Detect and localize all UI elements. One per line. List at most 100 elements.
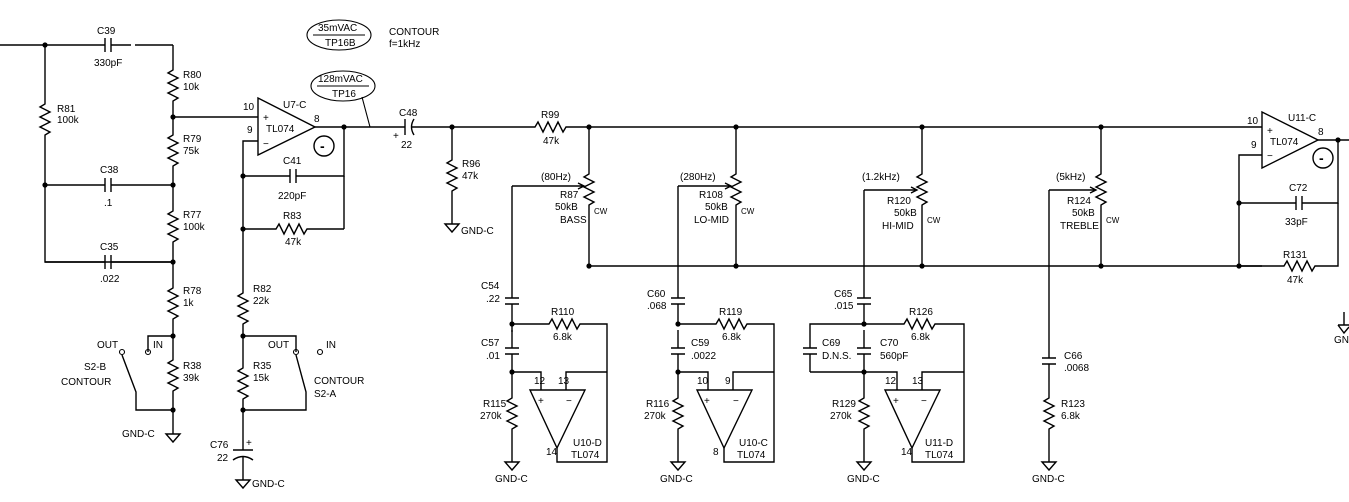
r81-value: 100k: [57, 115, 80, 126]
r87-value: 50kB: [555, 202, 578, 213]
c66-value: .0068: [1064, 363, 1089, 374]
r126-value: 6.8k: [911, 332, 931, 343]
u7c-value: TL074: [266, 124, 295, 135]
u10d-pin-b: 13: [558, 376, 570, 387]
c54-ref: C54: [481, 281, 500, 292]
r119-value: 6.8k: [722, 332, 742, 343]
u11d-ref: U11-D: [925, 438, 953, 449]
c72-value: 33pF: [1285, 217, 1308, 228]
ground-icon: [504, 455, 520, 471]
gnd-cut-label: GN: [1334, 335, 1349, 346]
r123-ref: R123: [1061, 399, 1085, 410]
opamp-u7c-stage: + − 10 9 8 U7-C TL074 - C41 220pF R83 47…: [210, 96, 395, 490]
gnd-label: GND-C: [1032, 474, 1065, 485]
c38-ref: C38: [100, 165, 119, 176]
u10d-plus: +: [538, 396, 544, 407]
c76-plus: +: [246, 438, 252, 449]
c48-value: 22: [401, 140, 413, 151]
resistor-r81: R81 100k: [39, 95, 80, 143]
u11d-value: TL074: [925, 450, 954, 461]
band-hi-mid: (1.2kHz) R120 50kB HI-MID CW C65 .015 R1…: [802, 124, 965, 485]
s2b-out-label: OUT: [97, 340, 118, 351]
u10c-plus: +: [704, 396, 710, 407]
polarity-invert-icon: [1312, 147, 1334, 169]
r116-ref: R116: [646, 399, 670, 410]
c70-ref: C70: [880, 338, 899, 349]
c57-value: .01: [486, 351, 500, 362]
r38-value: 39k: [183, 373, 200, 384]
c35-value: .022: [100, 274, 120, 285]
gnd-label: GND-C: [847, 474, 880, 485]
band-treble: (5kHz) R124 50kB TREBLE CW C66 .0068 R12…: [1032, 124, 1120, 485]
u10c-pin-a: 10: [697, 376, 709, 387]
u11c-pin-plus: 10: [1247, 116, 1259, 127]
c57-ref: C57: [481, 338, 500, 349]
u7c-plus: +: [263, 113, 269, 124]
r78-ref: R78: [183, 286, 202, 297]
u11c-ref: U11-C: [1288, 113, 1316, 124]
resistor-r83: R83 47k: [267, 211, 315, 248]
resistor-r115: R115 270k: [480, 389, 518, 437]
tp16b-note1: CONTOUR: [389, 27, 439, 38]
r129-value: 270k: [830, 411, 853, 422]
resistor-r35: R35 15k: [237, 359, 272, 407]
c76-value: 22: [217, 453, 229, 464]
tp16b-voltage: 35mVAC: [318, 23, 357, 34]
u11c-pin-minus: 9: [1251, 140, 1257, 151]
s2a-ref: S2-A: [314, 389, 337, 400]
s2a-out-label: OUT: [268, 340, 289, 351]
u11c-minus: −: [1267, 151, 1273, 162]
band-lo-mid: (280Hz) R108 50kB LO-MID CW C60 .068 R11…: [644, 124, 775, 485]
r120-freq: (1.2kHz): [862, 172, 900, 183]
r129-ref: R129: [832, 399, 856, 410]
r108-freq: (280Hz): [680, 172, 716, 183]
potentiometer-r124: (5kHz) R124 50kB TREBLE CW: [1049, 165, 1120, 232]
u10d-pin-a: 12: [534, 376, 546, 387]
r80-ref: R80: [183, 70, 202, 81]
band-bass: (80Hz) R87 50kB BASS CW C54 .22 R110 6.8…: [480, 124, 608, 485]
capacitor-c54: C54 .22: [481, 279, 520, 323]
resistor-r126: R126 6.8k: [895, 307, 943, 343]
resistor-r119: R119 6.8k: [707, 307, 755, 343]
u10c-pin-c: 8: [713, 447, 719, 458]
r96-value: 47k: [462, 171, 479, 182]
ground-icon: [1041, 455, 1057, 471]
switch-s2b: IN OUT S2-B CONTOUR: [61, 335, 173, 411]
opamp-u10c: + − 10 9 8 U10-C TL074: [695, 376, 768, 461]
u7c-polarity-minus: -: [320, 138, 325, 154]
u7c-minus: −: [263, 139, 269, 150]
potentiometer-r120: (1.2kHz) R120 50kB HI-MID CW: [862, 165, 941, 232]
r99-ref: R99: [541, 110, 560, 121]
c48-plus: +: [393, 131, 399, 142]
r123-value: 6.8k: [1061, 411, 1081, 422]
resistor-r78: R78 1k: [167, 279, 202, 327]
r99-value: 47k: [543, 136, 560, 147]
capacitor-c69: C69 D.N.S.: [802, 329, 851, 373]
resistor-r77: R77 100k: [167, 202, 206, 250]
ground-icon: [235, 473, 251, 489]
c48-ref: C48: [399, 108, 418, 119]
u11d-pin-a: 12: [885, 376, 897, 387]
r82-ref: R82: [253, 284, 272, 295]
r108-ref: R108: [699, 190, 723, 201]
capacitor-c70: C70 560pF: [856, 329, 908, 373]
c65-ref: C65: [834, 289, 853, 300]
u11d-minus: −: [921, 396, 927, 407]
r96-ref: R96: [462, 159, 481, 170]
ground-icon: [670, 455, 686, 471]
c76-ref: C76: [210, 440, 229, 451]
r108-value: 50kB: [705, 202, 728, 213]
r35-value: 15k: [253, 373, 270, 384]
r120-cw: CW: [927, 216, 941, 225]
resistor-r129: R129 270k: [830, 389, 870, 437]
u7c-ref: U7-C: [283, 100, 306, 111]
s2b-in-label: IN: [153, 340, 163, 351]
r115-value: 270k: [480, 411, 503, 422]
capacitor-c76: + C76 22: [210, 438, 254, 474]
c41-value: 220pF: [278, 191, 306, 202]
resistor-r79: R79 75k: [167, 126, 202, 174]
u11c-value: TL074: [1270, 137, 1299, 148]
opamp-u11c: + − 10 9 8 U11-C TL074: [1247, 110, 1324, 170]
r83-value: 47k: [285, 237, 302, 248]
